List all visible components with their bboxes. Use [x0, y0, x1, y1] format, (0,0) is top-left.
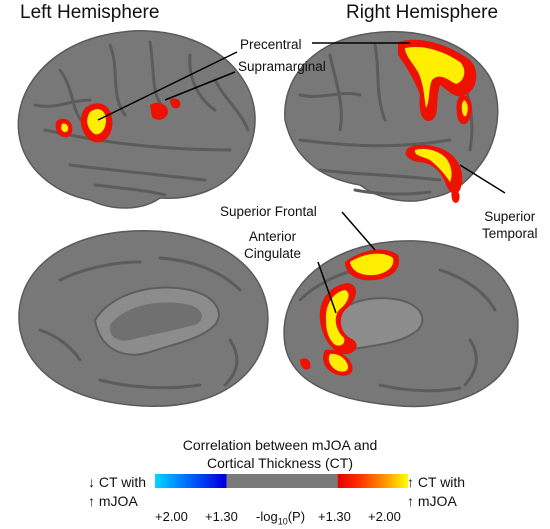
colorbar-title: Correlation between mJOA and Cortical Th…	[150, 436, 410, 472]
right-medial-brain	[283, 240, 519, 408]
pos-label-line1: ↑ CT with	[407, 474, 466, 490]
label-anterior-cingulate: Anterior Cingulate	[244, 228, 301, 262]
left-medial-brain	[18, 230, 269, 407]
label-anterior-cingulate-line2: Cingulate	[244, 246, 302, 261]
positive-correlation-label: ↑ CT with ↑ mJOA	[407, 473, 465, 511]
tick-neg-threshold: +1.30	[205, 509, 238, 524]
tick-pos-threshold: +1.30	[318, 509, 351, 524]
right-lateral-brain	[284, 31, 499, 203]
label-supramarginal: Supramarginal	[238, 59, 326, 74]
tick-neg-max: +2.00	[155, 509, 188, 524]
label-superior-frontal: Superior Frontal	[220, 204, 317, 219]
pos-label-line2: ↑ mJOA	[407, 493, 457, 509]
colorbar-title-line2: Cortical Thickness (CT)	[207, 455, 353, 471]
tick-p-text: (P)	[287, 509, 306, 524]
colorbar	[155, 474, 408, 488]
left-lateral-brain	[17, 30, 256, 209]
negative-correlation-label: ↓ CT with ↑ mJOA	[88, 473, 146, 511]
label-anterior-cingulate-line1: Anterior	[248, 229, 297, 244]
right-hemisphere-title: Right Hemisphere	[346, 2, 499, 23]
leader-lines	[97, 42, 506, 314]
label-superior-temporal-line2: Temporal	[482, 226, 538, 241]
neg-label-line1: ↓ CT with	[88, 474, 147, 490]
tick-pos-max: +2.00	[368, 509, 401, 524]
label-superior-temporal: Superior Temporal	[482, 208, 538, 242]
left-hemisphere-title: Left Hemisphere	[20, 2, 160, 23]
tick-log-base: 10	[277, 516, 288, 527]
tick-axis-label: -log10(P)	[256, 509, 305, 527]
neg-label-line2: ↑ mJOA	[88, 493, 138, 509]
tick-log-text: -log	[256, 509, 278, 524]
label-superior-temporal-line1: Superior	[484, 209, 536, 224]
label-precentral: Precentral	[240, 37, 302, 52]
colorbar-title-line1: Correlation between mJOA and	[182, 437, 378, 453]
